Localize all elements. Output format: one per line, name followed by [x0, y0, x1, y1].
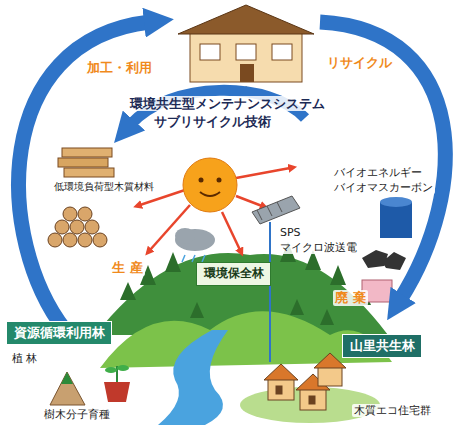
log-pile-part	[63, 233, 77, 247]
river-part	[158, 330, 228, 425]
breeding-icons-part	[117, 365, 129, 371]
process-label: 廃 棄	[333, 290, 368, 306]
cycle-arrows	[19, 22, 446, 330]
solar-rays-part	[236, 196, 262, 206]
energy-label: バイオエネルギー	[332, 166, 424, 179]
biomass-icons-part	[380, 197, 412, 207]
process-label: 生 産	[110, 260, 145, 276]
eco-houses-part	[300, 388, 326, 410]
node-text: 山里共生林	[349, 338, 415, 353]
wooden-house-part	[190, 32, 302, 82]
process-label: 加工・利用	[85, 60, 154, 76]
rain-cloud-part	[175, 229, 215, 251]
sps-satellite-part	[257, 202, 282, 220]
sun-part	[200, 192, 220, 196]
sps-satellite-part	[252, 196, 300, 224]
material-label: 低環境負荷型木質材料	[52, 181, 156, 193]
eco-houses-part	[318, 366, 342, 386]
node-text: 資源循環利用林	[13, 325, 105, 340]
biomass-icons-part	[362, 250, 406, 270]
biomass-icons-part	[380, 202, 412, 238]
eco-houses-part	[276, 386, 282, 394]
rain-cloud-part	[182, 255, 205, 262]
cycle-arrows-part	[320, 22, 445, 300]
eco-houses-part	[268, 378, 294, 400]
rain-cloud-part	[175, 228, 195, 244]
eco-houses-part	[264, 364, 298, 380]
breeding-icons-part	[61, 372, 73, 384]
sps-satellite-part	[269, 222, 271, 362]
log-pile-part	[78, 233, 92, 247]
forest-zone-box: 山里共生林	[342, 334, 422, 358]
eco-houses-part	[309, 396, 315, 404]
log-pile	[48, 207, 107, 247]
breeding-icons-part	[105, 367, 117, 373]
river	[158, 330, 228, 425]
solar-rays-part	[236, 168, 290, 178]
log-pile-part	[78, 207, 92, 221]
wooden-house-part	[200, 44, 220, 60]
log-pile-part	[93, 233, 107, 247]
lumber-icon	[58, 148, 114, 177]
lumber-icon-part	[64, 168, 114, 177]
log-pile-part	[55, 220, 69, 234]
process-label: リサイクル	[325, 55, 394, 71]
log-pile-part	[70, 220, 84, 234]
log-pile-part	[48, 233, 62, 247]
rain-cloud	[175, 228, 215, 262]
wooden-house-part	[240, 64, 254, 82]
hills-part	[120, 242, 371, 325]
lumber-icon-part	[58, 158, 108, 167]
log-pile-part	[85, 220, 99, 234]
sun-part	[183, 158, 237, 212]
system-title: サブリサイクル技術	[152, 114, 273, 129]
wooden-house-part	[272, 44, 292, 60]
wooden-house	[178, 5, 314, 92]
satellite-label: SPS	[278, 226, 303, 239]
sun-part	[199, 178, 204, 183]
lumber-icon-part	[62, 148, 112, 157]
sun	[183, 158, 237, 212]
eco-houses	[264, 353, 346, 410]
breeding-icons-part	[50, 372, 85, 405]
log-pile-part	[63, 207, 77, 221]
system-title: 環境共生型メンテナンスシステム	[128, 96, 327, 111]
energy-label: バイオマスカーボン	[332, 181, 435, 194]
satellite-label: マイクロ波送電	[278, 241, 359, 254]
wooden-house-part	[178, 5, 314, 34]
forest-zone-box: 資源循環利用林	[6, 321, 112, 345]
sun-part	[217, 178, 222, 183]
breeding-label: 樹木分子育種	[42, 408, 112, 421]
solar-rays-part	[222, 212, 240, 250]
node-text: 環境保全林	[203, 266, 264, 280]
forest-zone-box: 環境保全林	[196, 262, 271, 286]
wooden-house-part	[236, 44, 256, 60]
housing-label: 木質エコ住宅群	[352, 404, 433, 417]
breeding-icons-part	[104, 382, 130, 402]
breeding-icons	[50, 365, 130, 405]
planting-label: 植 林	[10, 352, 40, 365]
